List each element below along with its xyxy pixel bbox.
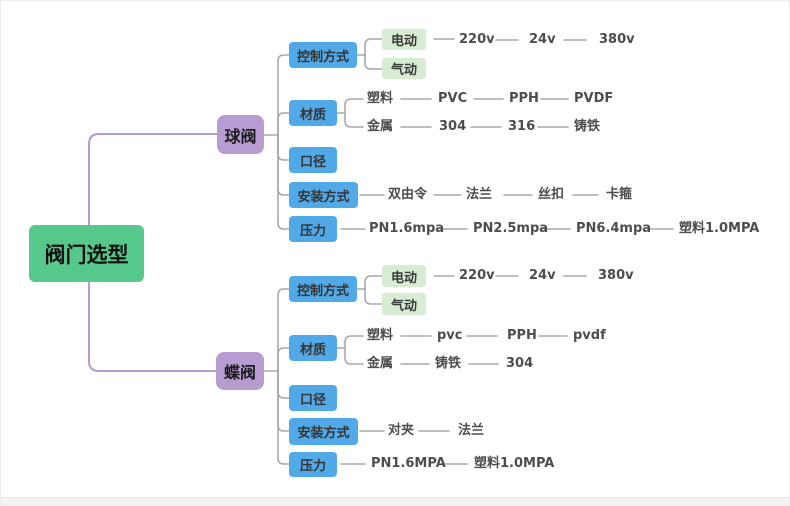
text-node-butterfly-metal[interactable]: 金属 <box>367 356 394 371</box>
text-node-ball-voltage-24v[interactable]: 24v <box>529 32 556 47</box>
category-node-ball-diameter[interactable]: 口径 <box>289 147 337 173</box>
text-node-butterfly-plastic-pvc[interactable]: pvc <box>437 328 463 343</box>
category-node-ball-material[interactable]: 材质 <box>289 100 337 126</box>
text-node-butterfly-install-wafer[interactable]: 对夹 <box>388 423 415 438</box>
text-node-butterfly-pressure-plastic10[interactable]: 塑料1.0MPA <box>474 456 555 471</box>
text-node-ball-install-flange[interactable]: 法兰 <box>466 187 493 202</box>
text-node-ball-metal-cast-iron[interactable]: 铸铁 <box>574 119 601 134</box>
text-node-butterfly-voltage-220v[interactable]: 220v <box>459 268 495 283</box>
text-node-ball-plastic[interactable]: 塑料 <box>367 91 394 106</box>
text-node-butterfly-plastic-pvdf[interactable]: pvdf <box>573 328 606 343</box>
text-node-ball-install-thread[interactable]: 丝扣 <box>538 187 565 202</box>
category-node-butterfly-control-method[interactable]: 控制方式 <box>289 276 357 302</box>
root-connectors <box>88 133 218 372</box>
text-node-ball-install-clamp[interactable]: 卡箍 <box>606 187 633 202</box>
branch-node-butterfly-valve[interactable]: 蝶阀 <box>216 352 264 390</box>
text-node-ball-plastic-pvc[interactable]: PVC <box>438 91 468 106</box>
text-node-ball-pressure-plastic10[interactable]: 塑料1.0MPA <box>679 221 760 236</box>
root-node-valve-selection[interactable]: 阀门选型 <box>29 225 144 282</box>
text-node-ball-metal[interactable]: 金属 <box>367 119 394 134</box>
text-node-butterfly-voltage-380v[interactable]: 380v <box>598 268 634 283</box>
category-node-ball-pressure[interactable]: 压力 <box>289 216 337 242</box>
text-node-ball-metal-316[interactable]: 316 <box>508 119 536 134</box>
text-node-butterfly-voltage-24v[interactable]: 24v <box>529 268 556 283</box>
text-node-ball-voltage-380v[interactable]: 380v <box>599 32 635 47</box>
category-node-butterfly-pressure[interactable]: 压力 <box>289 452 337 477</box>
text-node-butterfly-metal-cast-iron[interactable]: 铸铁 <box>435 356 462 371</box>
text-node-butterfly-plastic[interactable]: 塑料 <box>367 328 394 343</box>
leaf-node-butterfly-electric[interactable]: 电动 <box>382 265 426 287</box>
leaf-node-butterfly-pneumatic[interactable]: 气动 <box>382 293 426 315</box>
text-node-ball-install-union[interactable]: 双由令 <box>388 187 428 202</box>
category-node-butterfly-material[interactable]: 材质 <box>289 335 337 361</box>
category-node-butterfly-installation[interactable]: 安装方式 <box>289 418 358 445</box>
branch-connectors <box>263 38 674 465</box>
canvas-bottom-edge <box>1 497 789 505</box>
text-node-ball-metal-304[interactable]: 304 <box>439 119 467 134</box>
text-node-ball-plastic-pvdf[interactable]: PVDF <box>574 91 614 106</box>
text-node-butterfly-pressure-pn16[interactable]: PN1.6MPA <box>371 456 446 471</box>
text-node-ball-pressure-pn64[interactable]: PN6.4mpa <box>576 221 652 236</box>
text-node-ball-pressure-pn16[interactable]: PN1.6mpa <box>369 221 445 236</box>
text-node-butterfly-plastic-pph[interactable]: PPH <box>507 328 537 343</box>
text-node-ball-voltage-220v[interactable]: 220v <box>459 32 495 47</box>
category-node-ball-control-method[interactable]: 控制方式 <box>289 42 357 68</box>
branch-node-ball-valve[interactable]: 球阀 <box>217 115 264 154</box>
text-node-butterfly-metal-304[interactable]: 304 <box>506 356 534 371</box>
category-node-butterfly-diameter[interactable]: 口径 <box>289 385 337 411</box>
category-node-ball-installation[interactable]: 安装方式 <box>289 182 358 208</box>
text-node-butterfly-install-flange[interactable]: 法兰 <box>458 423 485 438</box>
text-node-ball-plastic-pph[interactable]: PPH <box>509 91 539 106</box>
leaf-node-ball-pneumatic[interactable]: 气动 <box>382 58 426 79</box>
leaf-node-ball-electric[interactable]: 电动 <box>382 29 426 50</box>
text-node-ball-pressure-pn25[interactable]: PN2.5mpa <box>473 221 549 236</box>
